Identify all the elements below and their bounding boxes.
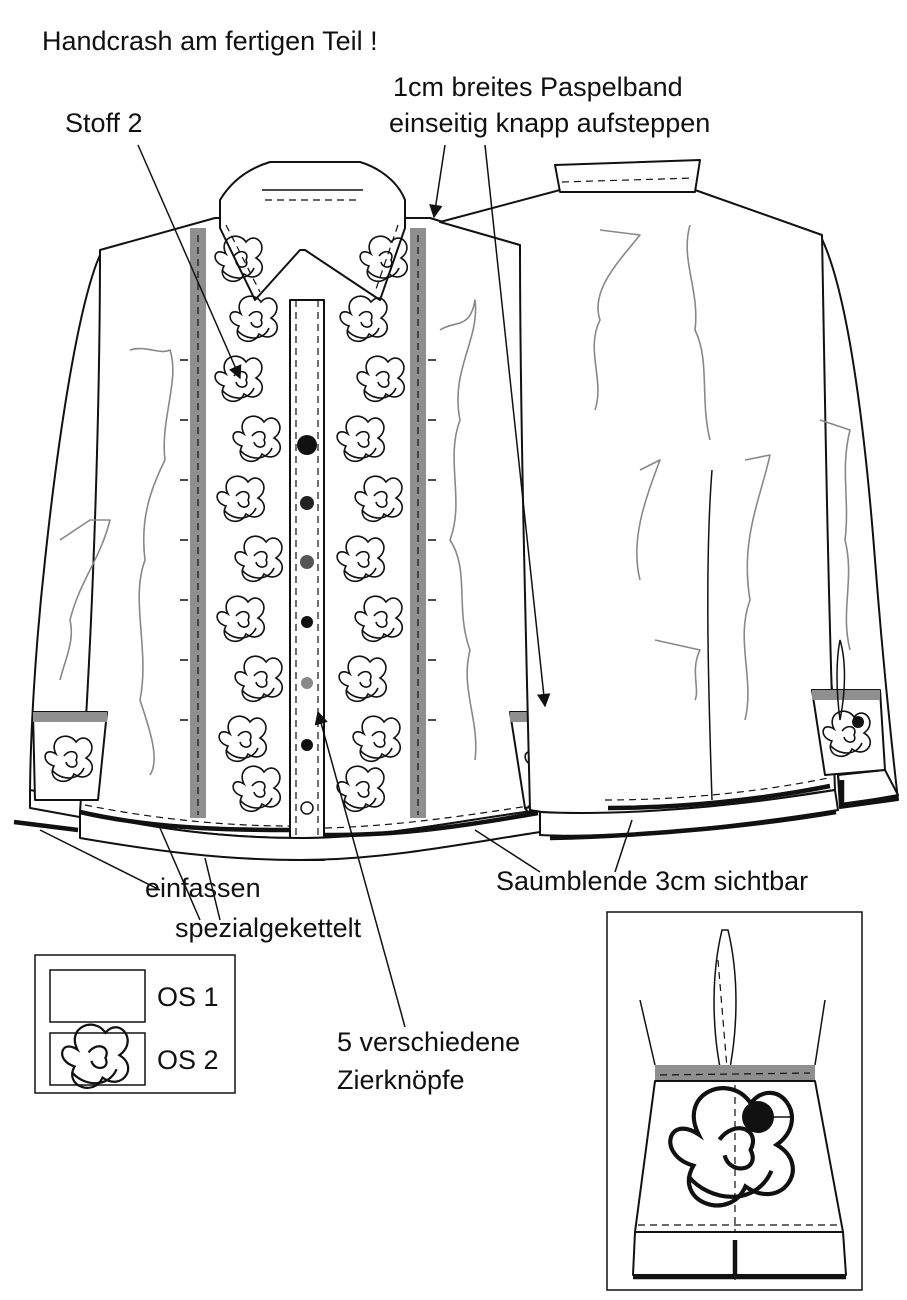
front-view bbox=[13, 161, 606, 861]
stoff-label: Stoff 2 bbox=[65, 108, 143, 138]
button-3 bbox=[300, 555, 314, 569]
button-4 bbox=[301, 616, 313, 628]
knoepfe-label-line2: Zierknöpfe bbox=[337, 1065, 465, 1095]
legend-swatch-os2 bbox=[49, 1032, 146, 1086]
einfassen-label: einfassen bbox=[145, 873, 261, 903]
paspel-label-line2: einseitig knapp aufsteppen bbox=[389, 108, 711, 138]
back-view bbox=[439, 159, 899, 841]
legend-swatch-os1 bbox=[49, 969, 146, 1023]
knoepfe-label-line1: 5 verschiedene bbox=[337, 1027, 521, 1057]
button-5 bbox=[301, 677, 313, 689]
button-1 bbox=[297, 435, 317, 455]
front-collar bbox=[219, 161, 406, 301]
paspel-label-line1: 1cm breites Paspelband bbox=[393, 72, 683, 102]
button-2 bbox=[300, 496, 314, 510]
leader-lines bbox=[39, 144, 633, 1028]
saumblende-label: Saumblende 3cm sichtbar bbox=[496, 866, 809, 896]
front-placket bbox=[289, 299, 325, 861]
detail-box bbox=[606, 911, 863, 1291]
front-buttons bbox=[297, 435, 317, 815]
back-collar bbox=[554, 159, 701, 193]
spezial-label: spezialgekettelt bbox=[175, 913, 362, 943]
legend bbox=[34, 954, 236, 1094]
legend-os2-label: OS 2 bbox=[157, 1045, 219, 1075]
title-label: Handcrash am fertigen Teil ! bbox=[42, 26, 378, 56]
legend-os1-label: OS 1 bbox=[157, 982, 219, 1012]
